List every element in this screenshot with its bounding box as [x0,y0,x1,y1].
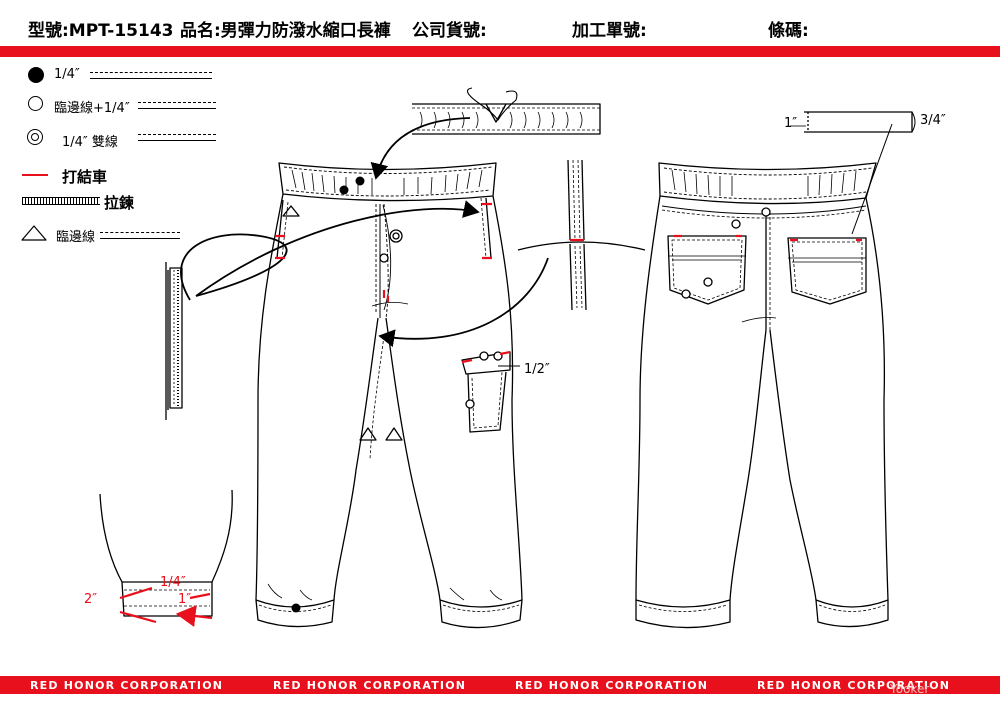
footer-company: RED HONOR CORPORATION [30,679,224,692]
legend-label-double: 1/4″ 雙線 [62,135,118,150]
legend-label-edge: 臨邊線 [56,230,96,245]
process-number: 加工單號: [572,21,647,41]
product-name: 品名:男彈力防潑水縮口長褲 [180,21,391,41]
front-view [255,162,523,629]
hem-quarter-label: 1/4″ [160,575,186,590]
pocket-flap-label: 1/2″ [524,362,550,377]
footer-company: RED HONOR CORPORATION [273,679,467,692]
style-number: 型號:MPT-15143 [28,21,174,41]
hem-two-label: 2″ [84,592,98,607]
triangle-icon [21,225,47,241]
filled-circle-icon [28,67,44,83]
open-circle-icon [28,96,43,111]
zipper-icon [22,197,100,205]
watermark: Yooker [890,682,930,696]
spec-header: 型號:MPT-15143 品名:男彈力防潑水縮口長褲 公司貨號: 加工單號: 條… [0,0,1000,46]
red-line-icon [22,174,48,176]
zipper-detail [165,262,183,420]
barcode-label: 條碼: [768,21,809,41]
footer-company: RED HONOR CORPORATION [515,679,709,692]
double-circle-icon [27,129,43,145]
footer-red-bar [0,676,1000,694]
back-pocket-three-quarter-label: 3/4″ [920,113,946,128]
back-pocket-one-label: 1″ [784,116,798,131]
legend-label-bartack: 打結車 [62,168,108,186]
header-red-bar [0,46,1000,57]
legend-stitch-line [138,102,216,109]
hem-detail [99,489,233,617]
legend-label-edge-quarter: 臨邊線+1/4″ [54,101,130,116]
legend-stitch-line [138,134,216,141]
footer-company: RED HONOR CORPORATION [757,679,951,692]
hem-one-label: 1″ [178,592,192,607]
company-number: 公司貨號: [412,21,487,41]
legend-label-quarter: 1/4″ [54,67,80,82]
legend-label-zipper: 拉鍊 [104,194,135,212]
legend-stitch-line [100,232,180,239]
legend-stitch-line [90,72,212,79]
back-view [635,111,916,629]
side-seam-detail [517,159,646,311]
waistband-detail [412,87,601,135]
